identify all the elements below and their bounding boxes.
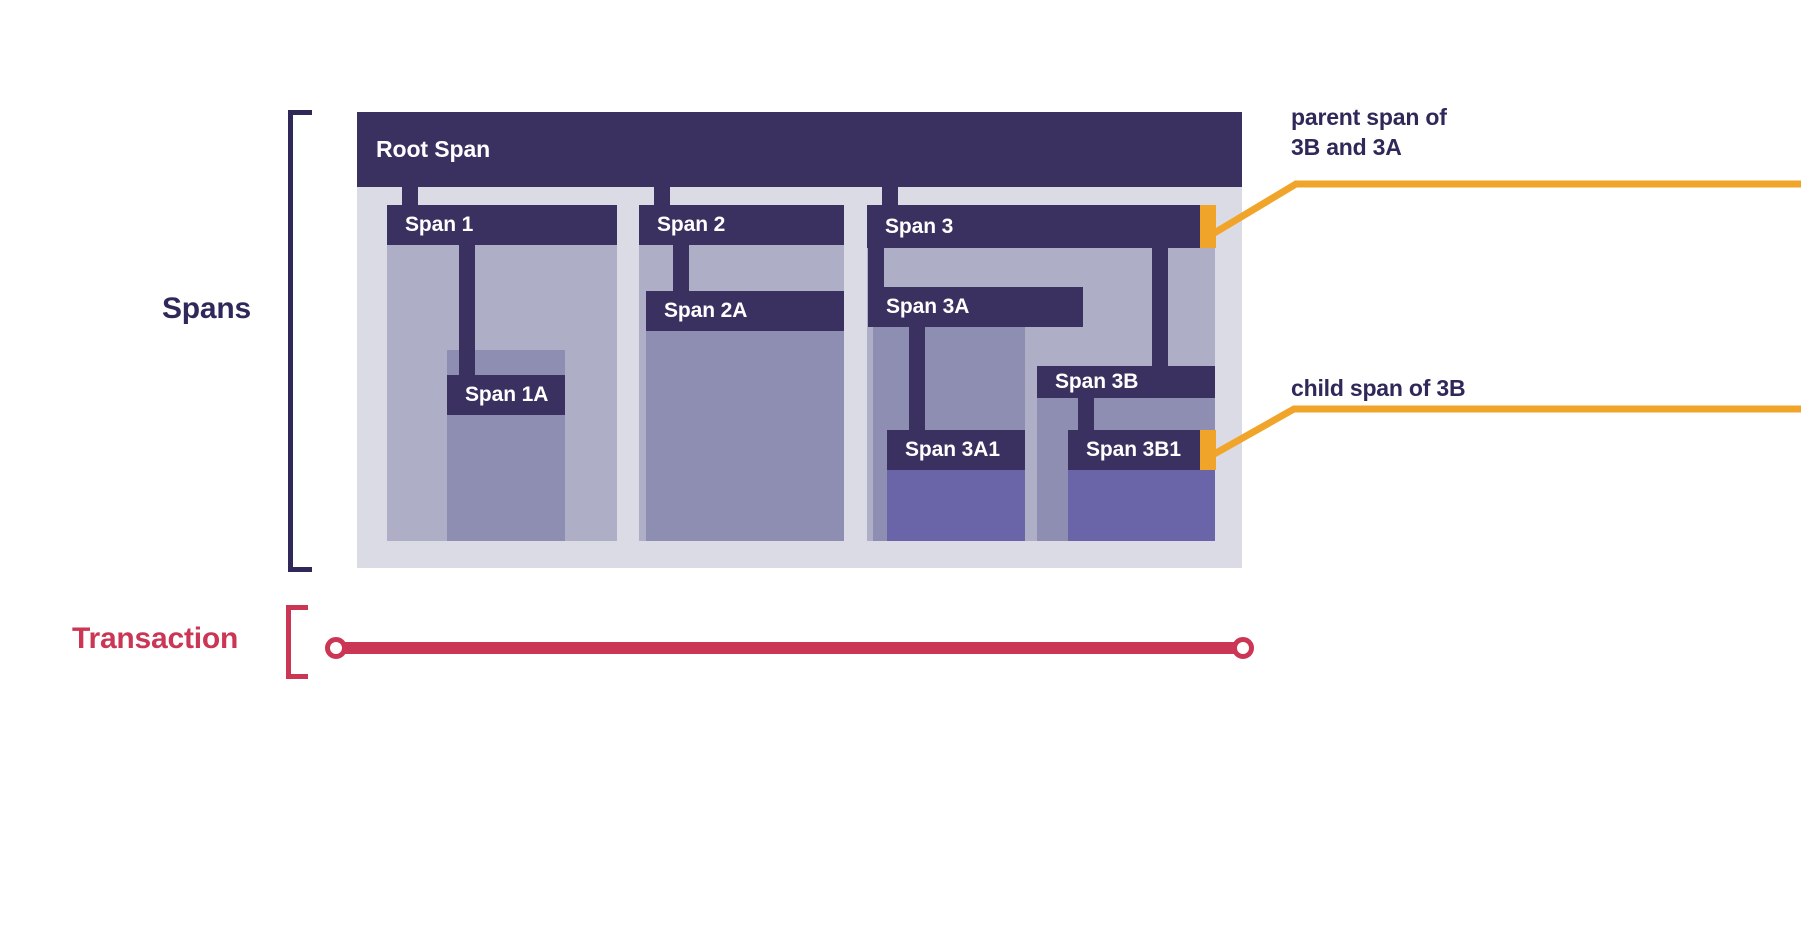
span-label-1: Span 1 [405, 213, 474, 236]
connector-3-to-3a [868, 245, 884, 287]
span-body-3b1 [1068, 470, 1215, 541]
span-label-3b1: Span 3B1 [1086, 438, 1181, 461]
callout-line-parent [1211, 180, 1801, 237]
transaction-start-handle[interactable] [325, 637, 347, 659]
connector-1-to-1a [459, 245, 475, 375]
connector-2-to-2a [673, 245, 689, 293]
span-label-3: Span 3 [885, 214, 954, 238]
span-bar-1a[interactable]: Span 1A [447, 375, 565, 415]
span-label-3a1: Span 3A1 [905, 438, 1000, 461]
callout-line-child [1211, 405, 1801, 458]
span-label-1a: Span 1A [465, 383, 549, 406]
span-bar-3a[interactable]: Span 3A [868, 287, 1083, 327]
connector-3a-to-3a1 [909, 327, 925, 430]
transaction-bracket [286, 605, 308, 679]
transaction-duration-bar[interactable] [336, 642, 1246, 654]
span-bar-3a1[interactable]: Span 3A1 [887, 430, 1025, 470]
span-label-2a: Span 2A [664, 299, 748, 322]
span-bar-root[interactable]: Root Span [357, 112, 1242, 187]
span-label-root: Root Span [376, 136, 491, 162]
span-bar-1[interactable]: Span 1 [387, 205, 617, 245]
span-bar-2[interactable]: Span 2 [639, 205, 844, 245]
connector-3b-to-3b1 [1078, 398, 1094, 430]
transaction-end-handle[interactable] [1232, 637, 1254, 659]
span-body-3a1 [887, 470, 1025, 541]
marker-child-span [1200, 430, 1216, 470]
transaction-section-label: Transaction [72, 622, 239, 655]
span-bar-3[interactable]: Span 3 [867, 205, 1215, 248]
span-label-3b: Span 3B [1055, 370, 1139, 393]
span-label-2: Span 2 [657, 213, 726, 236]
marker-parent-span [1200, 205, 1216, 248]
span-bar-2a[interactable]: Span 2A [646, 291, 844, 331]
spans-bracket [288, 110, 312, 572]
callout-parent-span-text: parent span of 3B and 3A [1291, 104, 1447, 161]
span-body-2a [646, 331, 844, 541]
span-bar-3b[interactable]: Span 3B [1037, 366, 1215, 398]
callout-child-span-text: child span of 3B [1291, 375, 1466, 401]
connector-3-to-3b [1152, 245, 1168, 398]
spans-section-label: Spans [162, 292, 252, 325]
span-label-3a: Span 3A [886, 295, 970, 318]
span-bar-3b1[interactable]: Span 3B1 [1068, 430, 1215, 470]
